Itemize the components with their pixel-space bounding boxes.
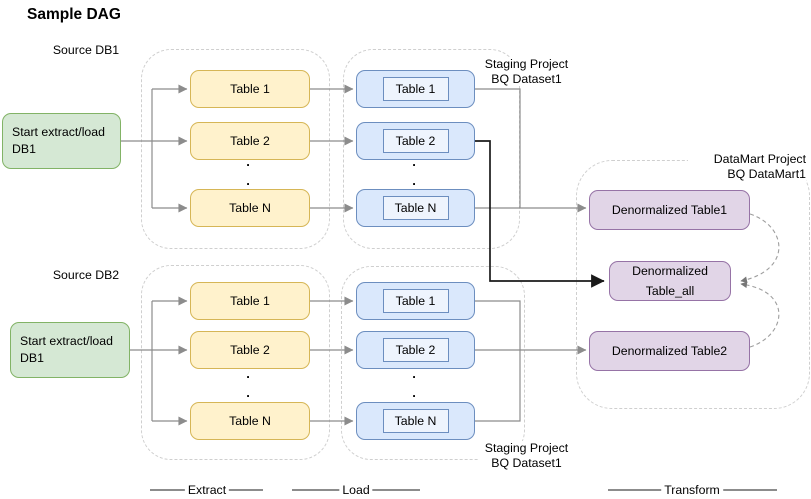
staging-label-line2: BQ Dataset1 [491, 455, 562, 470]
load-ellipsis-db2: . . [406, 366, 422, 400]
load-table-n-db1-inner: Table N [382, 196, 449, 220]
extract-table-n-db2: Table N [190, 402, 310, 440]
diagram-title: Sample DAG [27, 6, 121, 23]
denormalized-table2-node: Denormalized Table2 [589, 331, 750, 371]
extract-table-n-db1: Table N [190, 189, 310, 227]
load-table-2-db2-inner: Table 2 [382, 338, 449, 362]
start-node-db1-line1: Start extract/load [12, 125, 105, 139]
start-node-db1-line2: DB1 [12, 142, 36, 156]
load-table-1-db2-inner: Table 1 [382, 289, 449, 313]
start-node-db2-line2: DB1 [20, 351, 44, 365]
start-node-db1: Start extract/load DB1 [2, 113, 121, 169]
staging-project-label-db1: Staging Project BQ Dataset1 [478, 57, 575, 86]
phase-label-load: Load [339, 483, 373, 497]
dot: . [246, 366, 250, 381]
source-db2-label: Source DB2 [52, 268, 120, 282]
datamart-project-label: DataMart Project BQ DataMart1 [688, 152, 806, 181]
load-table-n-db1: Table N [356, 189, 475, 227]
staging-label-line1: Staging Project [484, 441, 569, 455]
load-table-n-db2: Table N [356, 402, 475, 440]
extract-container-db2 [141, 265, 330, 460]
dot: . [412, 366, 416, 381]
extract-ellipsis-db1: . . [240, 154, 256, 188]
load-table-2-db1-inner: Table 2 [382, 129, 449, 153]
dot: . [412, 173, 416, 188]
extract-ellipsis-db2: . . [240, 366, 256, 400]
datamart-label-line2: BQ DataMart1 [727, 166, 806, 181]
source-db1-label: Source DB1 [52, 43, 120, 57]
staging-label-line2: BQ Dataset1 [491, 71, 562, 86]
dot: . [246, 173, 250, 188]
dot: . [246, 385, 250, 400]
start-node-db2-line1: Start extract/load [20, 334, 113, 348]
phase-label-extract: Extract [184, 483, 230, 497]
extract-table-1-db1: Table 1 [190, 70, 310, 108]
phase-label-transform: Transform [661, 483, 723, 497]
datamart-label-line1: DataMart Project [713, 152, 806, 166]
load-table-1-db2: Table 1 [356, 282, 475, 320]
denormalized-table1-node: Denormalized Table1 [589, 190, 750, 230]
extract-table-1-db2: Table 1 [190, 282, 310, 320]
extract-container-db1 [141, 49, 330, 249]
load-table-1-db1: Table 1 [356, 70, 475, 108]
dot: . [412, 154, 416, 169]
load-table-2-db2: Table 2 [356, 331, 475, 369]
start-node-db2: Start extract/load DB1 [10, 322, 130, 378]
load-table-n-db2-inner: Table N [382, 409, 449, 433]
extract-table-2-db1: Table 2 [190, 122, 310, 160]
staging-label-line1: Staging Project [484, 57, 569, 71]
dot: . [246, 154, 250, 169]
dot: . [412, 385, 416, 400]
staging-project-label-db2: Staging Project BQ Dataset1 [478, 441, 575, 470]
load-container-db2 [341, 266, 525, 460]
load-ellipsis-db1: . . [406, 154, 422, 188]
denormalized-table-all-node: Denormalized Table_all [609, 261, 731, 301]
extract-table-2-db2: Table 2 [190, 331, 310, 369]
load-table-2-db1: Table 2 [356, 122, 475, 160]
load-table-1-db1-inner: Table 1 [382, 77, 449, 101]
